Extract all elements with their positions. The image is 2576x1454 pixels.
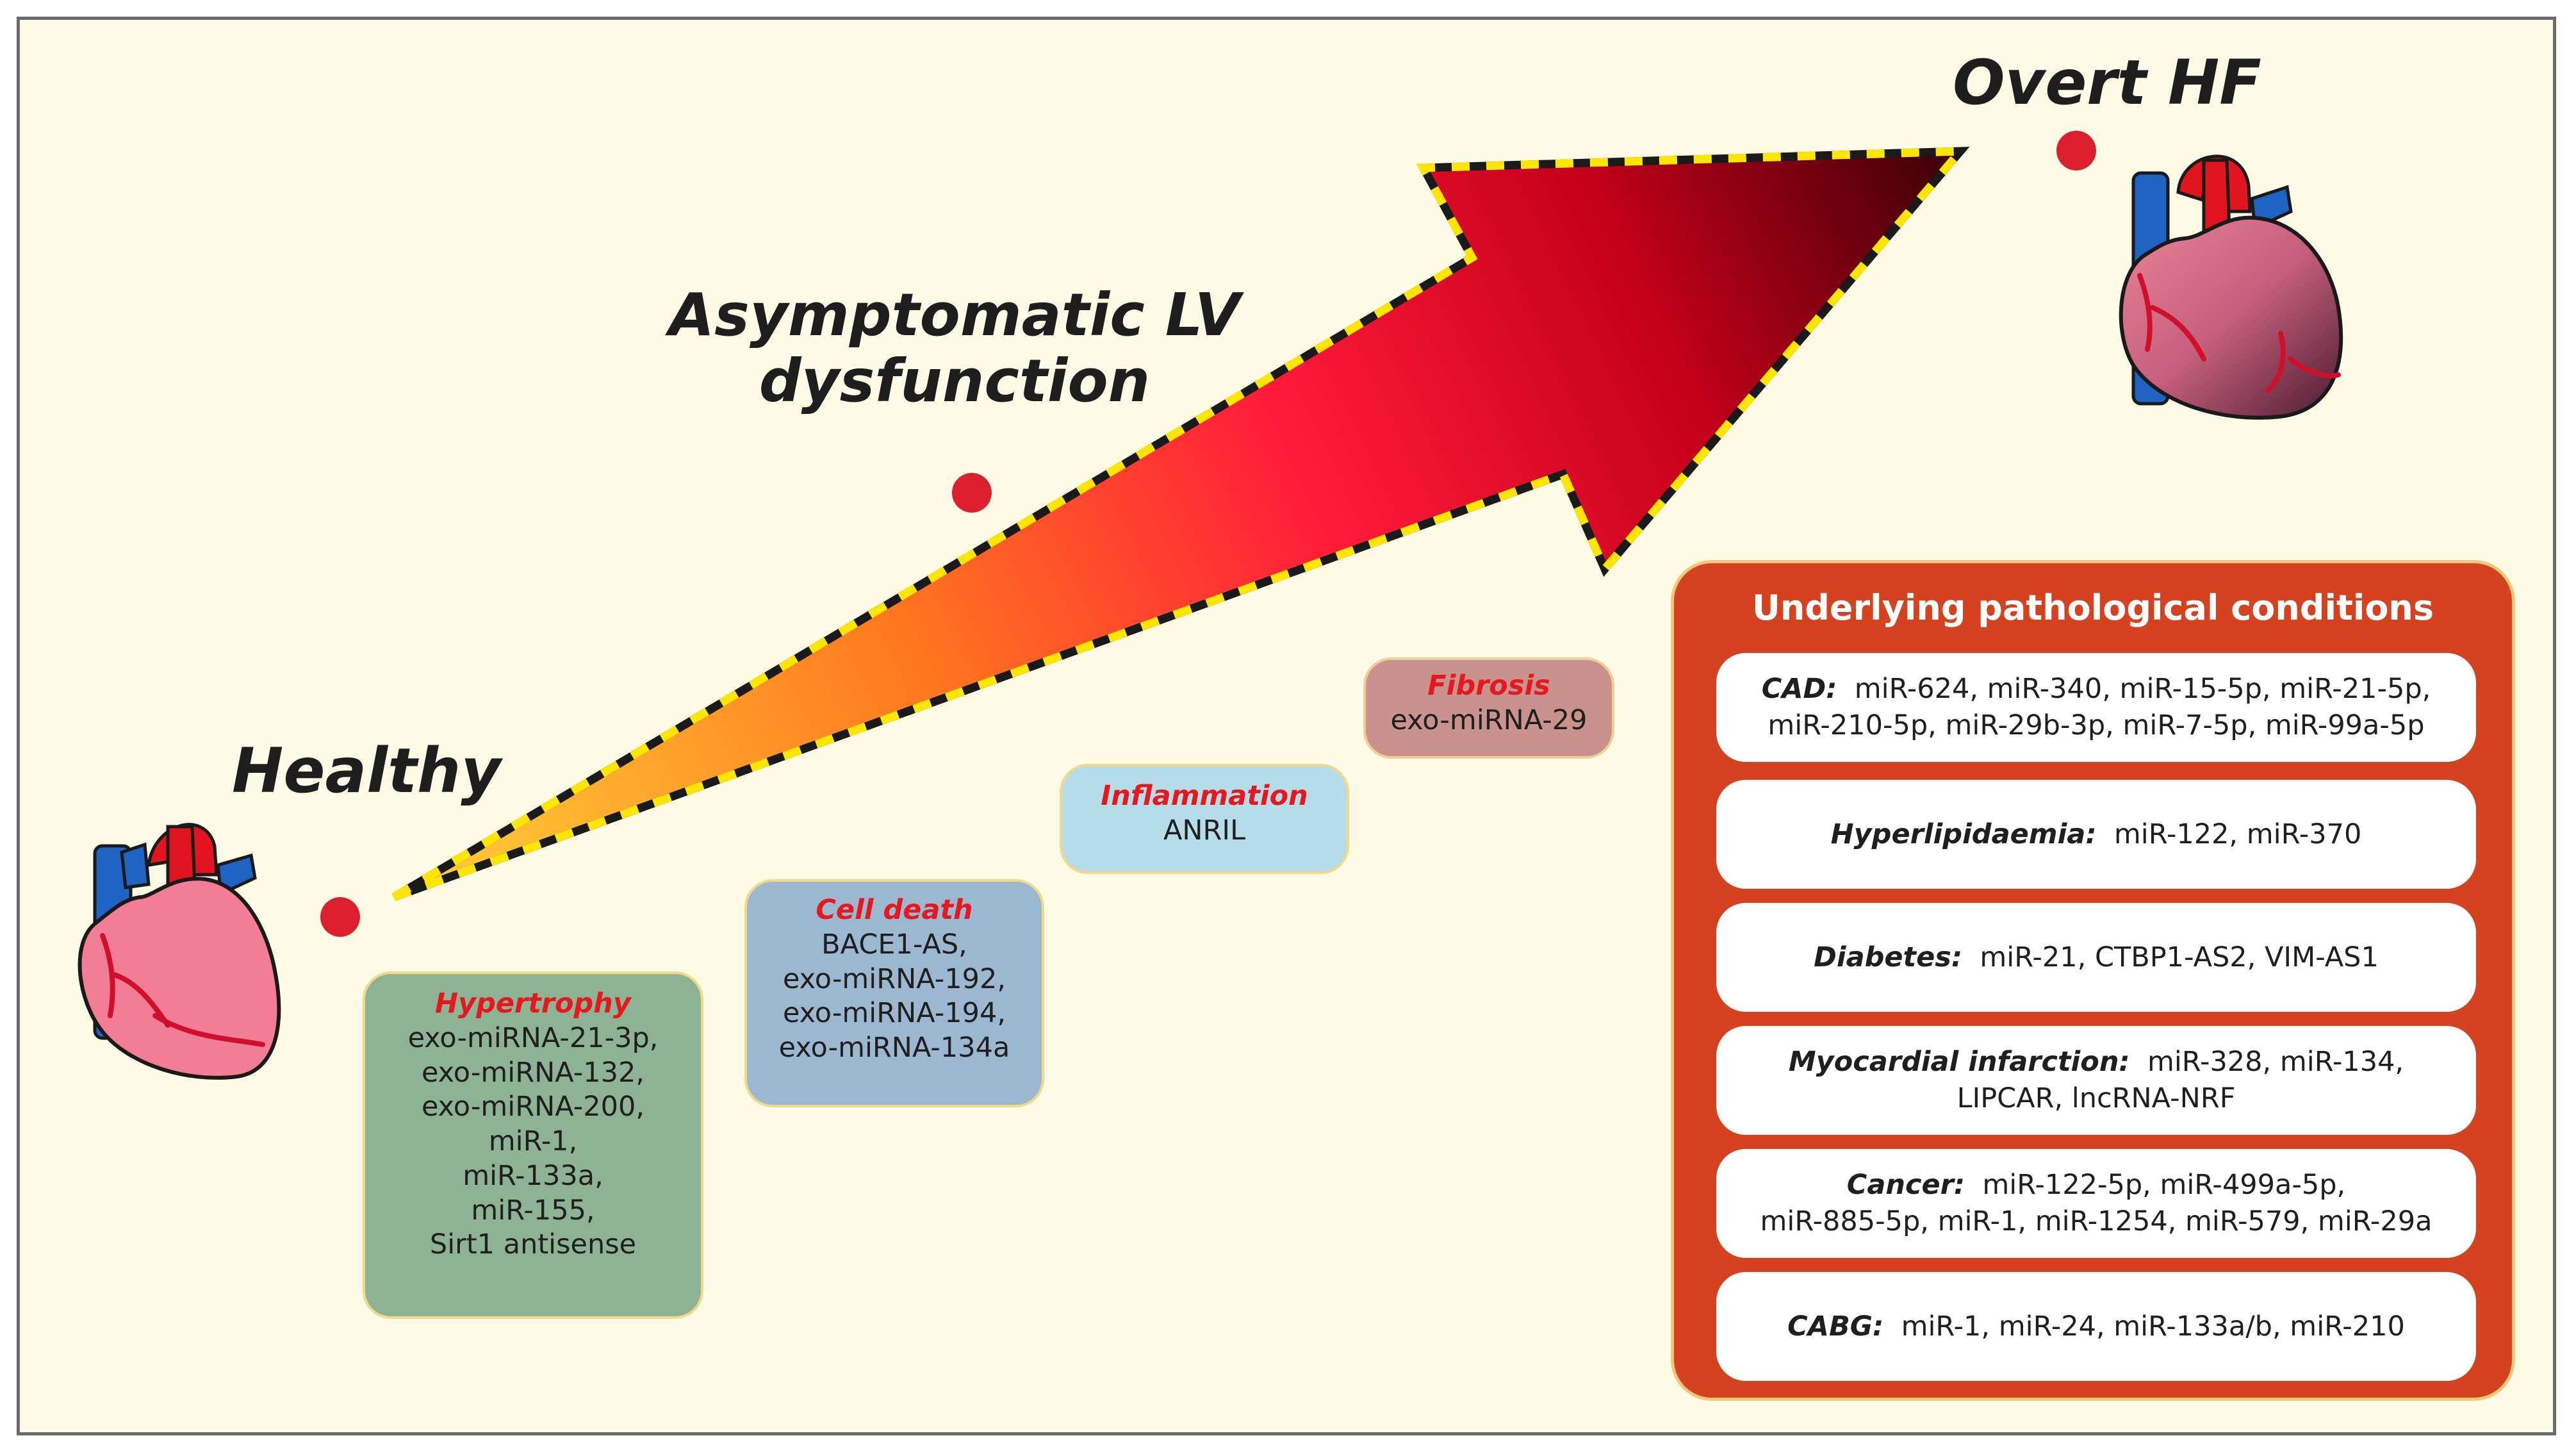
condition-hyperlipidaemia: Hyperlipidaemia: miR-122, miR-370 [1716,780,2476,889]
arrow-dash [391,147,1970,902]
hypertrophy-item: miR-1, [488,1125,578,1157]
inflammation-title: Inflammation [1101,780,1308,812]
stage-dot-asymptomatic [952,473,992,513]
condition-cancer-line1: Cancer: miR-122-5p, miR-499a-5p, [1716,1167,2476,1203]
condition-name: CABG: [1787,1310,1884,1342]
condition-cad: CAD: miR-624, miR-340, miR-15-5p, miR-21… [1716,653,2476,762]
hypertrophy-item: exo-miRNA-132, [421,1056,645,1089]
hypertrophy-item: Sirt1 antisense [429,1228,637,1261]
cell-death-item: exo-miRNA-192, [782,962,1006,995]
condition-mi-line2: LIPCAR, lncRNA-NRF [1957,1082,2236,1114]
condition-mi-line1: Myocardial infarction: miR-328, miR-134, [1716,1044,2476,1080]
fibrosis-title: Fibrosis [1427,670,1550,702]
condition-markers: miR-624, miR-340, miR-15-5p, miR-21-5p, [1854,673,2431,706]
inflammation-item: ANRIL [1163,814,1246,847]
condition-markers: miR-122-5p, miR-499a-5p, [1982,1169,2346,1202]
hypertrophy-item: miR-155, [471,1194,595,1227]
condition-diabetes: Diabetes: miR-21, CTBP1-AS2, VIM-AS1 [1716,903,2476,1012]
condition-name: Hyperlipidaemia: [1830,818,2097,850]
hypertrophy-item: miR-133a, [463,1159,603,1192]
cell-death-item: exo-miRNA-134a [778,1032,1010,1064]
conditions-panel-title: Underlying pathological conditions [1752,588,2434,628]
cell-death-item: exo-miRNA-194, [782,997,1006,1030]
stage-overt-label: Overt HF [1953,47,2261,119]
stage-asymptomatic-line2: dysfunction [759,347,1151,416]
condition-markers: miR-328, miR-134, [2147,1046,2404,1078]
condition-markers: miR-122, miR-370 [2113,818,2362,850]
condition-cancer: Cancer: miR-122-5p, miR-499a-5p, miR-885… [1716,1149,2476,1258]
stage-dot-healthy [320,897,360,937]
stage-healthy-label: Healthy [232,735,501,807]
condition-markers: miR-21, CTBP1-AS2, VIM-AS1 [1980,941,2379,973]
stage-asymptomatic-line1: Asymptomatic LV [668,281,1240,349]
condition-cabg: CABG: miR-1, miR-24, miR-133a/b, miR-210 [1716,1272,2476,1381]
cell-death-box: Cell death BACE1-AS, exo-miRNA-192, exo-… [744,879,1044,1107]
hypertrophy-title: Hypertrophy [435,987,631,1020]
cell-death-item: BACE1-AS, [821,928,967,961]
fibrosis-item: exo-miRNA-29 [1390,704,1587,736]
condition-myocardial-infarction: Myocardial infarction: miR-328, miR-134,… [1716,1026,2476,1135]
condition-cad-line1: CAD: miR-624, miR-340, miR-15-5p, miR-21… [1716,671,2476,707]
hypertrophy-item: exo-miRNA-200, [421,1091,645,1123]
conditions-panel: Underlying pathological conditions CAD: … [1671,560,2515,1401]
condition-name: Diabetes: [1814,941,1963,973]
condition-cad-line2: miR-210-5p, miR-29b-3p, miR-7-5p, miR-99… [1768,709,2425,741]
condition-cancer-line2: miR-885-5p, miR-1, miR-1254, miR-579, mi… [1760,1205,2432,1237]
cell-death-title: Cell death [816,894,973,926]
hypertrophy-box: Hypertrophy exo-miRNA-21-3p, exo-miRNA-1… [363,971,703,1319]
condition-markers: miR-1, miR-24, miR-133a/b, miR-210 [1901,1310,2405,1342]
condition-name: Myocardial infarction: [1788,1046,2130,1078]
condition-cabg-line1: CABG: miR-1, miR-24, miR-133a/b, miR-210 [1716,1309,2476,1345]
condition-diabetes-line1: Diabetes: miR-21, CTBP1-AS2, VIM-AS1 [1716,939,2476,976]
hypertrophy-item: exo-miRNA-21-3p, [407,1021,659,1054]
condition-name: Cancer: [1846,1169,1965,1202]
condition-name: CAD: [1761,673,1837,706]
inflammation-box: Inflammation ANRIL [1060,764,1349,874]
condition-hyperlipidaemia-line1: Hyperlipidaemia: miR-122, miR-370 [1716,816,2476,853]
stage-asymptomatic-label: Asymptomatic LV dysfunction [666,282,1243,414]
stage-dot-overt [2056,131,2096,170]
fibrosis-box: Fibrosis exo-miRNA-29 [1363,657,1614,759]
